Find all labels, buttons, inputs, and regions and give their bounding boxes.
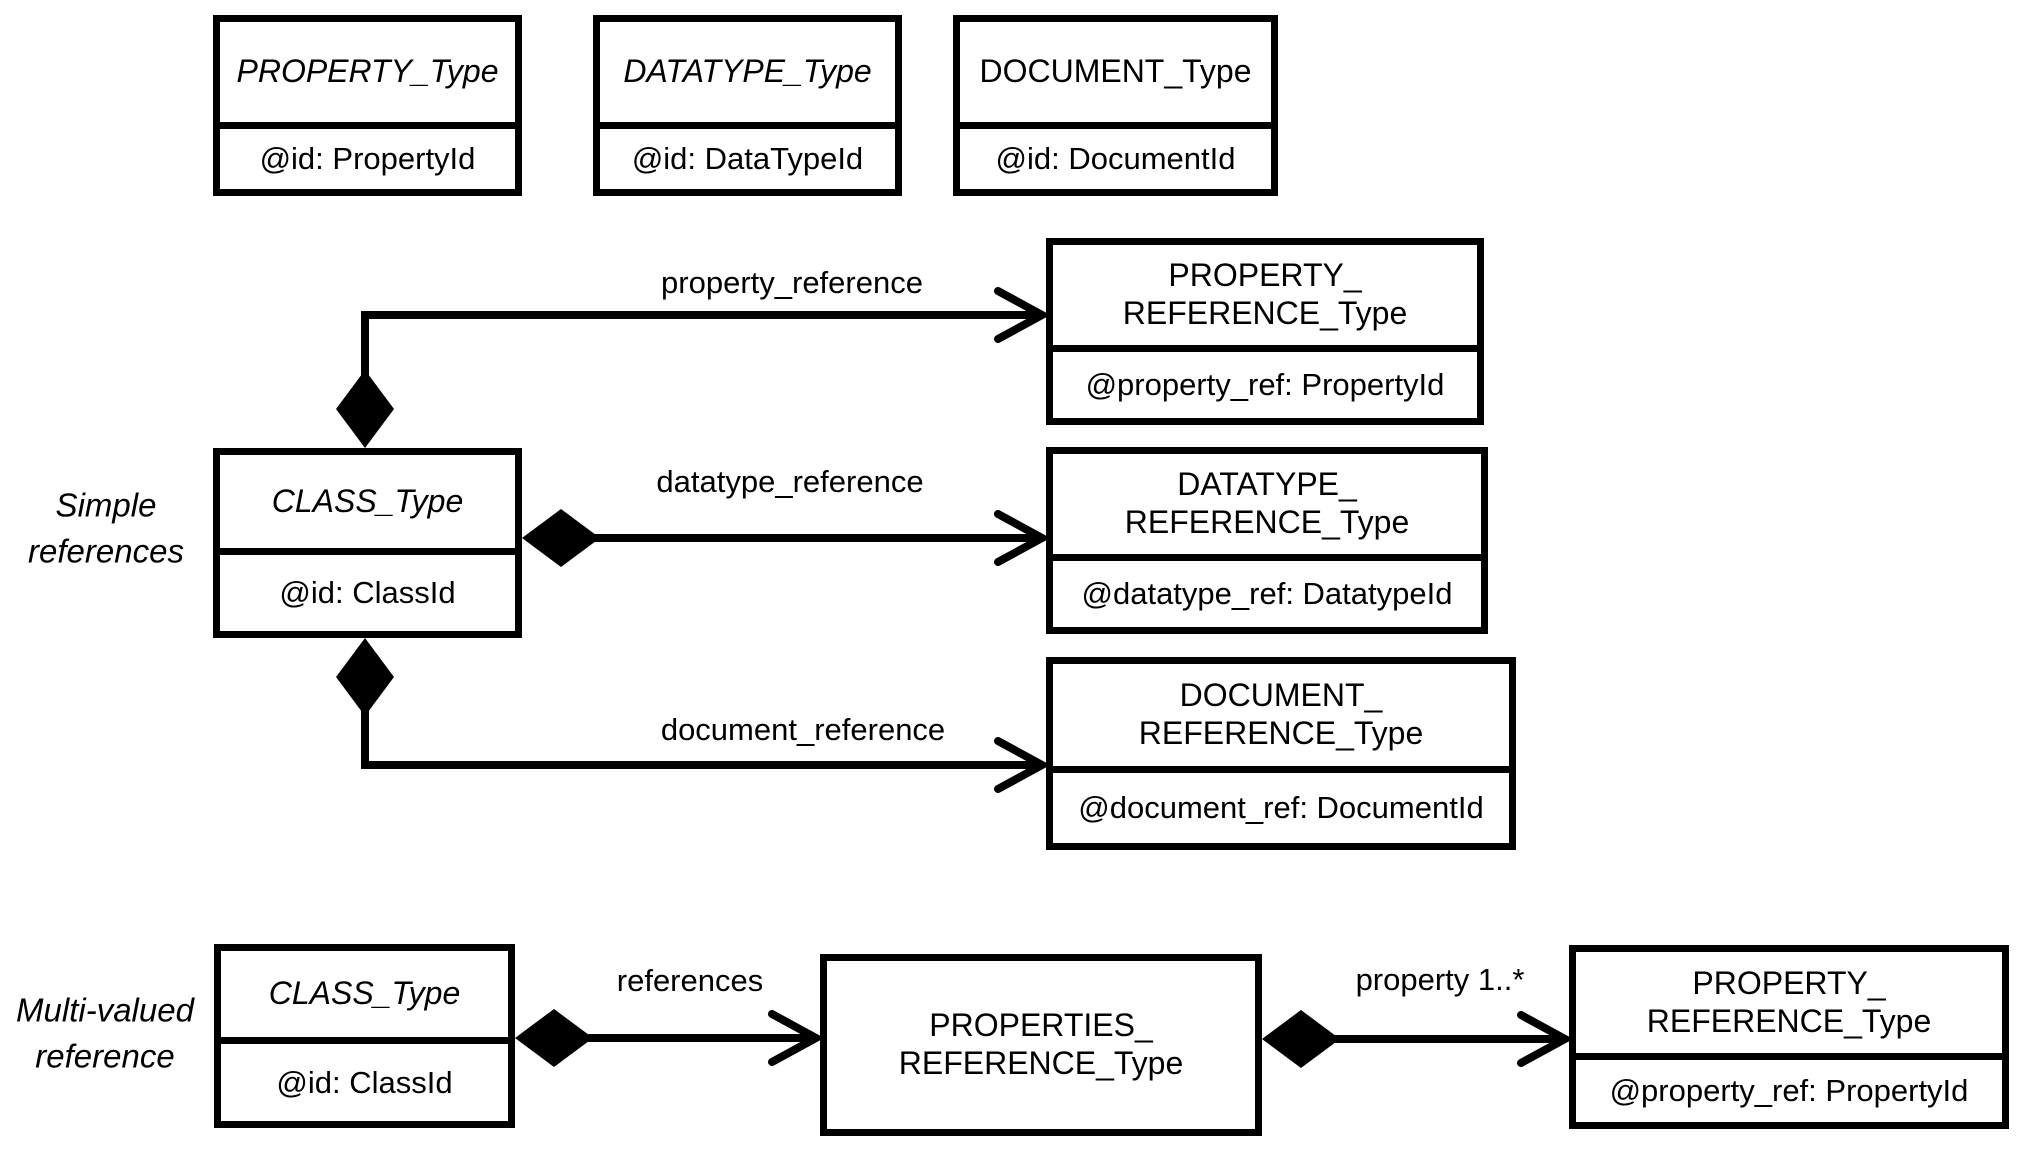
- class-title-text: REFERENCE_Type: [1138, 715, 1424, 751]
- class-title-text: REFERENCE_Type: [1124, 504, 1410, 540]
- class-box-properties-reference: PROPERTIES_ REFERENCE_Type: [820, 954, 1262, 1136]
- connector-references: [515, 1009, 825, 1067]
- class-title: PROPERTIES_ REFERENCE_Type: [827, 961, 1255, 1129]
- composition-diamond-icon: [1262, 1010, 1340, 1068]
- class-title: CLASS_Type: [221, 951, 508, 1044]
- class-title-text: PROPERTY_: [1168, 257, 1362, 294]
- class-title-text: DATATYPE_: [1177, 466, 1357, 503]
- class-attribute: @id: DocumentId: [995, 141, 1236, 176]
- class-box-class-type: CLASS_Type @id: ClassId: [213, 448, 522, 638]
- class-title: DATATYPE_ REFERENCE_Type: [1053, 454, 1481, 561]
- edge-label-property-multiplicity: property 1..*: [1355, 962, 1525, 997]
- edge-label-property-reference: property_reference: [661, 265, 923, 300]
- composition-diamond-icon: [336, 638, 394, 716]
- class-title-text: DOCUMENT_: [1179, 677, 1383, 714]
- class-title-text: PROPERTY_: [1692, 964, 1886, 1001]
- class-attribute: @datatype_ref: DatatypeId: [1081, 576, 1453, 611]
- class-attribute: @id: DataTypeId: [631, 141, 864, 176]
- class-attribute: @id: ClassId: [276, 1064, 453, 1100]
- class-title-text: CLASS_Type: [271, 482, 464, 519]
- class-title-text: DOCUMENT_Type: [979, 53, 1252, 90]
- arrowhead-icon: [994, 287, 1051, 343]
- class-attribute: @id: ClassId: [279, 575, 456, 610]
- class-title-text: PROPERTY_Type: [236, 53, 499, 90]
- class-attribute: @property_ref: PropertyId: [1609, 1073, 1969, 1108]
- section-label-line: references: [28, 532, 184, 569]
- class-title-text: REFERENCE_Type: [1646, 1002, 1932, 1039]
- edge-label-document-reference: document_reference: [660, 712, 946, 747]
- connector-property-reference: [336, 287, 1051, 448]
- class-box-property-reference: PROPERTY_ REFERENCE_Type @property_ref: …: [1046, 238, 1484, 425]
- class-title-text: DATATYPE_Type: [623, 53, 872, 90]
- class-box-datatype-type: DATATYPE_Type @id: DataTypeId: [593, 15, 902, 196]
- class-title-text: CLASS_Type: [268, 975, 461, 1012]
- class-title: PROPERTY_ REFERENCE_Type: [1053, 245, 1477, 352]
- edge-label-references: references: [616, 963, 764, 998]
- class-box-property-reference-bottom: PROPERTY_ REFERENCE_Type @property_ref: …: [1569, 945, 2009, 1129]
- section-label-line: Multi-valued: [16, 991, 194, 1029]
- section-label-line: Simple: [55, 486, 157, 524]
- section-label-multi-valued-reference: Multi-valued reference: [16, 987, 194, 1078]
- section-label-simple-references: Simple references: [28, 482, 184, 573]
- class-attribute: @property_ref: PropertyId: [1085, 367, 1445, 402]
- class-attribute: @id: PropertyId: [259, 141, 476, 176]
- arrowhead-icon: [994, 510, 1051, 566]
- edge-label-datatype-reference: datatype_reference: [656, 464, 924, 499]
- class-title: DOCUMENT_Type: [960, 22, 1271, 129]
- class-box-document-reference: DOCUMENT_ REFERENCE_Type @document_ref: …: [1046, 657, 1516, 850]
- class-title: PROPERTY_Type: [220, 22, 515, 129]
- class-title-text: REFERENCE_Type: [1122, 295, 1408, 331]
- section-label-line: reference: [35, 1037, 175, 1074]
- class-box-datatype-reference: DATATYPE_ REFERENCE_Type @datatype_ref: …: [1046, 447, 1488, 634]
- composition-diamond-icon: [522, 509, 600, 567]
- class-title: PROPERTY_ REFERENCE_Type: [1576, 952, 2002, 1060]
- class-box-property-type: PROPERTY_Type @id: PropertyId: [213, 15, 522, 196]
- composition-diamond-icon: [515, 1009, 593, 1067]
- class-box-class-type-bottom: CLASS_Type @id: ClassId: [214, 944, 515, 1128]
- connector-document-reference: [336, 638, 1051, 793]
- arrowhead-icon: [768, 1010, 825, 1066]
- class-title-text: PROPERTIES_: [929, 1007, 1153, 1044]
- arrowhead-icon: [1517, 1011, 1574, 1067]
- arrowhead-icon: [994, 737, 1051, 793]
- composition-diamond-icon: [336, 370, 394, 448]
- class-title: CLASS_Type: [220, 455, 515, 555]
- class-box-document-type: DOCUMENT_Type @id: DocumentId: [953, 15, 1278, 196]
- connector-datatype-reference: [522, 509, 1051, 567]
- class-title-text: REFERENCE_Type: [898, 1045, 1184, 1081]
- class-title: DATATYPE_Type: [600, 22, 895, 129]
- class-title: DOCUMENT_ REFERENCE_Type: [1053, 664, 1509, 773]
- class-attribute: @document_ref: DocumentId: [1078, 790, 1484, 825]
- connector-property-multi: [1262, 1010, 1574, 1068]
